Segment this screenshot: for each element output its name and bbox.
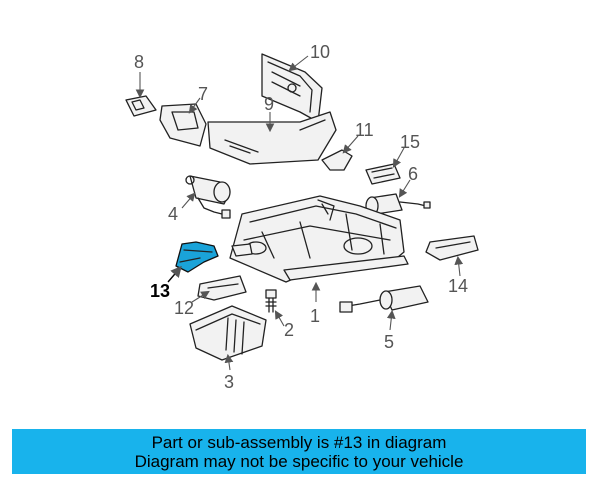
part-12-cover[interactable] — [197, 275, 247, 301]
banner-line-2: Diagram may not be specific to your vehi… — [134, 452, 464, 471]
part-2-bolt[interactable] — [265, 289, 277, 313]
part-13-front-cover[interactable] — [175, 241, 219, 273]
info-banner: Part or sub-assembly is #13 in diagram D… — [12, 429, 586, 474]
callout-3: 3 — [224, 372, 234, 392]
part-15-trim[interactable] — [365, 163, 401, 185]
banner-line-1: Part or sub-assembly is #13 in diagram — [151, 433, 447, 452]
callout-6: 6 — [408, 164, 418, 184]
callout-4: 4 — [168, 204, 178, 224]
callout-15: 15 — [400, 132, 420, 152]
callout-labels: 8 7 9 10 11 15 6 4 14 1 2 5 12 3 13 — [134, 42, 468, 392]
callout-11: 11 — [355, 120, 374, 140]
callout-12: 12 — [174, 298, 194, 318]
part-4-motor[interactable] — [185, 175, 231, 219]
callout-5: 5 — [384, 332, 394, 352]
part-8-switch[interactable] — [125, 95, 157, 117]
callout-10: 10 — [310, 42, 330, 62]
callout-7: 7 — [198, 84, 208, 104]
callout-1: 1 — [310, 306, 320, 326]
callout-14: 14 — [448, 276, 468, 296]
callout-9: 9 — [264, 94, 274, 114]
callout-13: 13 — [150, 281, 170, 301]
part-7-side-cover[interactable] — [159, 103, 207, 147]
part-14-side-trim[interactable] — [425, 235, 479, 261]
part-3-control-module[interactable] — [189, 305, 267, 361]
part-9-trim-bar[interactable] — [207, 111, 337, 165]
callout-8: 8 — [134, 52, 144, 72]
part-1-seat-frame[interactable] — [229, 195, 409, 283]
part-11-bracket[interactable] — [321, 149, 353, 171]
part-10-seat-back-panel[interactable] — [261, 53, 323, 123]
part-5-lumbar-motor[interactable] — [339, 285, 429, 313]
parts-diagram: 8 7 9 10 11 15 6 4 14 1 2 5 12 3 13 — [125, 42, 479, 392]
leader-lines — [135, 55, 464, 371]
callout-2: 2 — [284, 320, 294, 340]
